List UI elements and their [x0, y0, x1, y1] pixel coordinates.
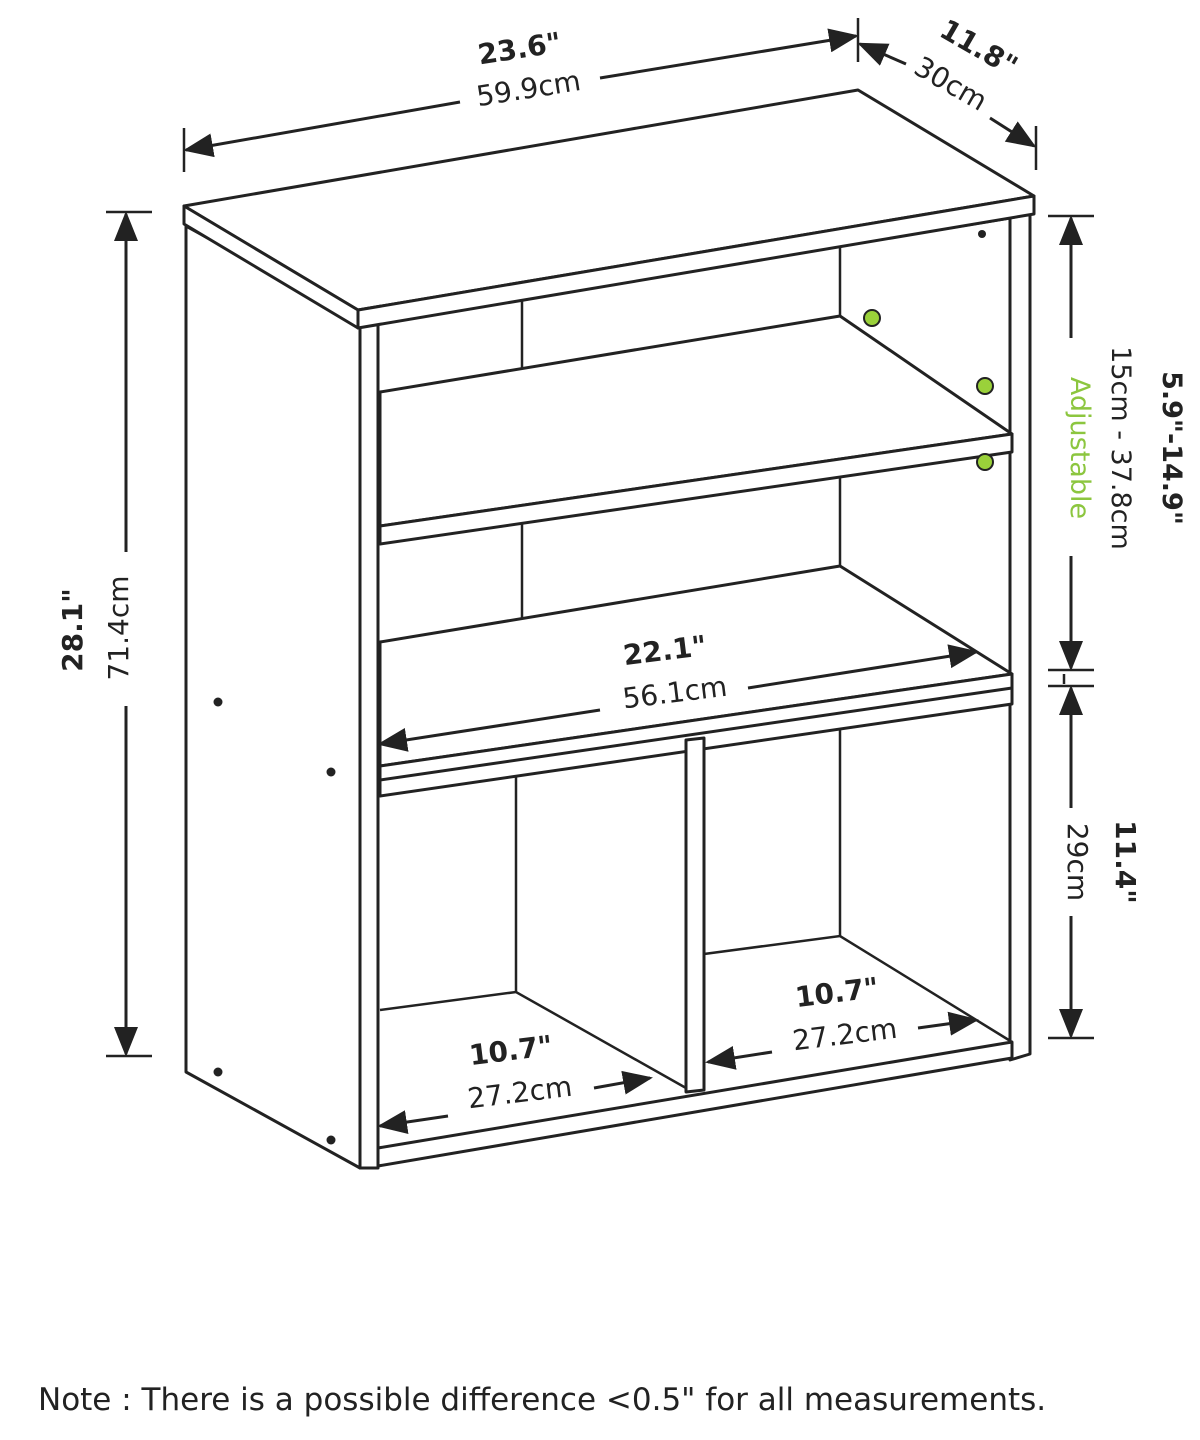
right-cubby-arrow-right — [917, 1011, 979, 1036]
top-board-left-edge — [182, 204, 360, 330]
adjustable-dimension: 5.9"-14.9" 15cm - 37.8cm Adjustable — [1048, 214, 1187, 672]
shelf-upper-front-edge — [378, 432, 1014, 546]
width-arrow-left — [183, 100, 461, 158]
shelf-peg-icon — [976, 377, 994, 395]
right-side-panel — [1008, 212, 1032, 1062]
adjustable-imperial: 5.9"-14.9" — [1156, 371, 1187, 525]
left-front-edge — [358, 320, 380, 1170]
screw-hole — [213, 1067, 223, 1077]
width-metric: 59.9cm — [474, 64, 583, 113]
width-arrow-right — [599, 28, 859, 80]
height-imperial: 28.1" — [56, 588, 89, 672]
measurement-note: Note : There is a possible difference <0… — [38, 1382, 1047, 1418]
bottom-imperial: 11.4" — [1109, 820, 1142, 904]
depth-arrow-left — [857, 42, 907, 66]
left-side-panel — [184, 224, 362, 1170]
depth-arrow-right — [989, 116, 1037, 148]
left-cubby-arrow-left — [377, 1110, 449, 1134]
right-cubby-floor — [703, 934, 1013, 1044]
screw-hole — [326, 1135, 336, 1145]
inner-arrow-left — [377, 708, 601, 752]
right-cubby-arrow-left — [705, 1045, 773, 1070]
screw-hole — [978, 230, 986, 238]
shelf-peg-icon — [976, 453, 994, 471]
width-imperial: 23.6" — [476, 26, 564, 72]
height-metric: 71.4cm — [102, 575, 135, 680]
adjustable-metric: 15cm - 37.8cm — [1105, 346, 1136, 550]
bottom-metric: 29cm — [1061, 823, 1094, 901]
screw-hole — [326, 767, 336, 777]
screw-hole — [213, 697, 223, 707]
height-dimension: 28.1" 71.4cm — [56, 210, 152, 1058]
inner-arrow-right — [747, 644, 979, 690]
bookcase — [182, 88, 1036, 1170]
left-cubby-arrow-right — [593, 1070, 653, 1095]
bottom-board-front — [376, 1040, 1014, 1168]
left-cubby-floor — [379, 990, 687, 1090]
shelf-peg-icon — [863, 309, 881, 327]
bottom-height-dimension: 11.4" 29cm — [1048, 674, 1142, 1040]
center-divider — [684, 736, 706, 1094]
adjustable-label: Adjustable — [1064, 377, 1095, 519]
